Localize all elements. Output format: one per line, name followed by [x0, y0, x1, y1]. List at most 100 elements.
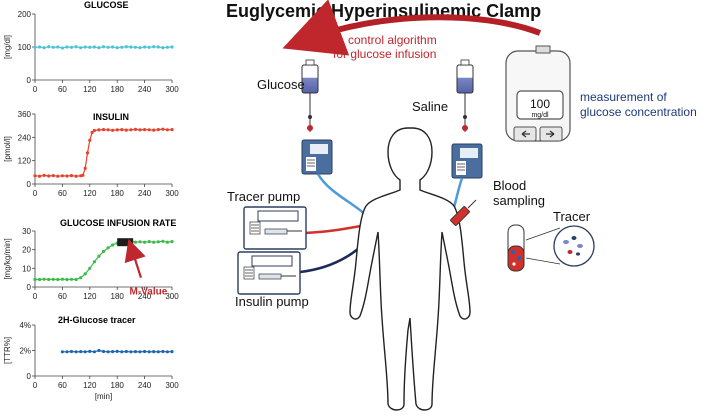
data-point: [165, 350, 169, 354]
data-point: [152, 128, 156, 132]
data-point: [143, 349, 147, 354]
y-axis-label: [mg/kg/min]: [3, 238, 12, 279]
meter-value: 100: [530, 97, 550, 111]
data-point: [106, 128, 110, 132]
control-note-line2: for glucose infusion: [333, 47, 436, 61]
data-point: [120, 350, 124, 354]
x-tick-label: 180: [111, 381, 125, 390]
data-point: [38, 174, 42, 178]
data-point: [111, 350, 115, 354]
data-point: [92, 350, 96, 354]
data-point: [51, 174, 55, 178]
data-point: [60, 277, 64, 281]
data-point: [42, 277, 46, 281]
data-point: [165, 240, 169, 244]
data-point: [147, 128, 151, 132]
saline-pump: [451, 143, 483, 179]
data-point: [97, 254, 101, 258]
chart-title: 2H-Glucose tracer: [58, 315, 136, 325]
data-point: [156, 350, 160, 354]
data-point: [97, 46, 101, 50]
data-point: [124, 349, 128, 354]
data-point: [165, 128, 169, 132]
x-tick-label: 120: [83, 189, 97, 198]
y-tick-label: 10: [22, 264, 31, 273]
data-point: [115, 349, 119, 353]
data-point: [120, 128, 124, 132]
y-tick-label: 0: [27, 372, 32, 381]
data-point: [120, 45, 124, 49]
syringe-icon: [450, 199, 477, 226]
data-point: [124, 128, 128, 132]
data-point: [83, 350, 87, 354]
data-point: [111, 45, 115, 49]
data-point: [79, 46, 83, 50]
data-point: [38, 45, 42, 49]
data-point: [65, 350, 69, 354]
data-point: [65, 45, 69, 49]
x-tick-label: 60: [58, 292, 67, 301]
x-tick-label: 240: [138, 85, 152, 94]
x-tick-label: 0: [33, 292, 38, 301]
data-point: [143, 45, 147, 49]
data-point: [156, 128, 160, 132]
data-point: [97, 348, 101, 353]
x-tick-label: 300: [165, 189, 179, 198]
measure-note-line2: glucose concentration: [580, 105, 697, 119]
x-tick-label: 180: [111, 85, 125, 94]
data-point: [60, 46, 64, 50]
y-tick-label: 4%: [19, 321, 31, 330]
data-point: [138, 128, 142, 132]
data-point: [85, 151, 90, 155]
chart-axes: [34, 114, 172, 185]
data-point: [133, 240, 138, 244]
series-line: [35, 240, 173, 281]
m-value-window: [117, 238, 134, 247]
data-point: [97, 128, 101, 132]
glucose-meter: [505, 45, 571, 142]
data-point: [74, 277, 78, 282]
data-point: [47, 174, 51, 178]
x-tick-label: 180: [111, 292, 125, 301]
data-point: [133, 350, 138, 354]
data-point: [60, 174, 64, 178]
data-point: [92, 260, 96, 264]
data-point: [79, 276, 83, 280]
control-note-line1: control algorithm: [348, 33, 437, 47]
x-axis-label: [min]: [95, 392, 112, 401]
data-point: [161, 127, 165, 131]
y-tick-label: 360: [18, 110, 32, 119]
data-point: [47, 277, 51, 282]
x-tick-label: 180: [111, 189, 125, 198]
insulin-pump-label: Insulin pump: [235, 294, 309, 309]
data-point: [143, 240, 147, 244]
x-tick-label: 0: [33, 85, 38, 94]
data-point: [170, 240, 174, 244]
data-point: [90, 130, 94, 135]
y-tick-label: 120: [18, 157, 32, 166]
data-point: [138, 46, 142, 50]
data-point: [74, 45, 78, 49]
x-tick-label: 60: [58, 381, 67, 390]
meter-unit: mg/dl: [531, 112, 549, 119]
tracer-label: Tracer: [553, 209, 591, 224]
m-value-label: M-Value: [130, 286, 168, 297]
data-point: [56, 45, 60, 49]
data-point: [83, 272, 87, 276]
blood-label-line1: Blood: [493, 178, 526, 193]
x-tick-label: 240: [138, 292, 152, 301]
data-point: [47, 45, 51, 49]
y-tick-label: 2%: [19, 347, 31, 356]
data-point: [170, 45, 174, 49]
x-tick-label: 120: [83, 381, 97, 390]
data-point: [88, 349, 92, 353]
x-tick-label: 240: [138, 381, 152, 390]
data-point: [101, 249, 106, 254]
data-point: [88, 45, 92, 49]
saline-label: Saline: [412, 99, 448, 114]
data-point: [161, 239, 165, 243]
